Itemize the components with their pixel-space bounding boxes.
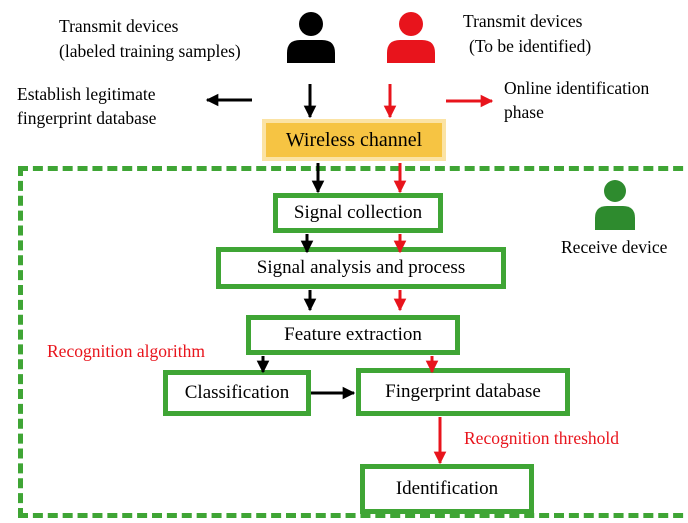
black-person-icon bbox=[287, 12, 335, 63]
fingerprint-database-box: Fingerprint database bbox=[356, 368, 570, 416]
transmit-unknown-line2: (To be identified) bbox=[469, 36, 592, 56]
recognition-threshold-label: Recognition threshold bbox=[464, 428, 620, 448]
classification-label: Classification bbox=[184, 382, 290, 403]
signal-collection-box: Signal collection bbox=[273, 193, 443, 233]
feature-extraction-label: Feature extraction bbox=[284, 324, 422, 345]
wireless-channel-label: Wireless channel bbox=[285, 128, 423, 151]
recognition-algorithm-label: Recognition algorithm bbox=[47, 341, 205, 361]
online-line2: phase bbox=[504, 102, 544, 122]
transmit-unknown-line1: Transmit devices bbox=[463, 11, 583, 31]
classification-box: Classification bbox=[163, 370, 311, 416]
signal-collection-label: Signal collection bbox=[293, 202, 423, 223]
identification-box: Identification bbox=[360, 464, 534, 514]
receive-device-region bbox=[18, 166, 688, 518]
signal-analysis-label: Signal analysis and process bbox=[256, 257, 466, 278]
transmit-labeled-line2: (labeled training samples) bbox=[59, 41, 241, 61]
fingerprint-database-label: Fingerprint database bbox=[385, 381, 541, 402]
wireless-channel-box: Wireless channel bbox=[262, 119, 446, 161]
green-person-icon bbox=[595, 180, 635, 230]
establish-line2: fingerprint database bbox=[17, 108, 157, 128]
transmit-labeled-line1: Transmit devices bbox=[59, 16, 179, 36]
signal-analysis-box: Signal analysis and process bbox=[216, 247, 506, 289]
identification-label: Identification bbox=[395, 478, 499, 499]
online-line1: Online identification bbox=[504, 78, 650, 98]
feature-extraction-box: Feature extraction bbox=[246, 315, 460, 355]
red-person-icon bbox=[387, 12, 435, 63]
establish-line1: Establish legitimate bbox=[17, 84, 156, 104]
receive-device-label: Receive device bbox=[561, 237, 668, 257]
